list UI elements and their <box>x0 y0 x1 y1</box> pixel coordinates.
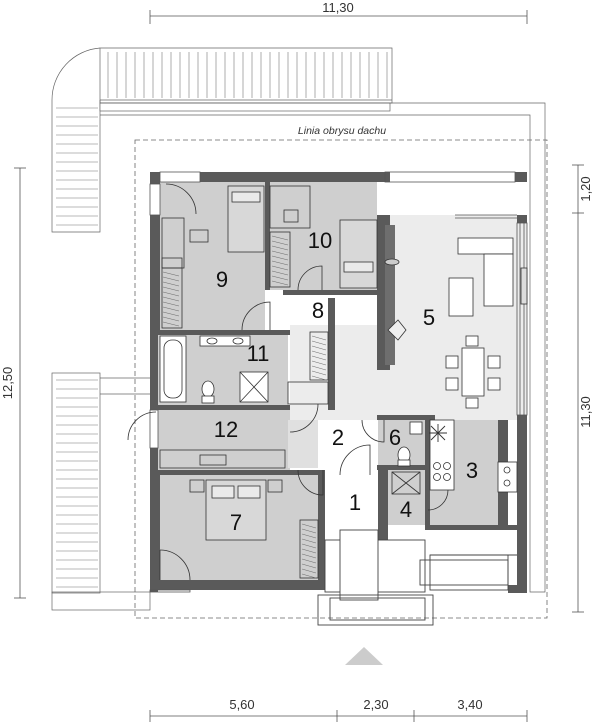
dimension-right-top-label: 1,20 <box>578 176 593 201</box>
dimension-left <box>14 167 26 599</box>
dimension-top <box>149 10 528 24</box>
room-number-9: 9 <box>216 267 228 292</box>
room-9-furniture <box>161 185 265 329</box>
room-10-wardrobe-hatch <box>271 235 289 286</box>
dimension-bottom-seg2: 2,30 <box>363 697 388 712</box>
room-10-furniture <box>269 185 378 289</box>
terrace-left <box>51 372 151 611</box>
room-number-8: 8 <box>312 298 324 323</box>
room-number-5: 5 <box>423 305 435 330</box>
room-number-12: 12 <box>214 417 238 442</box>
room-number-4: 4 <box>400 497 412 522</box>
room-11-furniture <box>159 331 329 405</box>
dimension-top-label: 11,30 <box>322 0 354 15</box>
room-number-3: 3 <box>466 458 478 483</box>
pergola-slats-left <box>56 107 98 226</box>
room-12-furniture <box>159 449 286 469</box>
dimension-right-main-label: 11,30 <box>578 396 593 428</box>
roof-outline <box>134 139 548 619</box>
room-7-wardrobe-hatch <box>301 523 317 579</box>
room-3-furniture <box>429 419 518 493</box>
dimension-right <box>572 164 584 613</box>
pergola-top <box>51 47 546 593</box>
windows <box>149 171 528 593</box>
dimension-bottom-seg1: 5,60 <box>229 697 254 712</box>
roof-outline-label: Linia obrysu dachu <box>298 125 386 137</box>
room-5-furniture <box>384 225 528 409</box>
terrace-left-slats <box>56 379 98 588</box>
room-4-fill <box>388 470 425 525</box>
room-12-fill <box>158 410 290 470</box>
room-9-wardrobe-hatch <box>162 271 180 327</box>
room-6-furniture <box>397 421 423 467</box>
room-number-10: 10 <box>308 228 332 253</box>
room-number-1: 1 <box>349 490 361 515</box>
room-7-furniture <box>189 479 319 579</box>
entrance-porch <box>317 529 517 626</box>
room-number-11: 11 <box>247 341 270 366</box>
dimension-bottom <box>149 710 528 722</box>
ventilation-icon <box>429 424 447 442</box>
room-number-2: 2 <box>332 425 344 450</box>
dimension-left-label: 12,50 <box>0 367 15 400</box>
dimension-bottom-seg3: 3,40 <box>457 697 482 712</box>
pergola-slats-top <box>107 52 388 98</box>
room-4-furniture <box>391 471 421 495</box>
doors <box>127 183 449 581</box>
room-number-6: 6 <box>389 425 401 450</box>
entrance-arrow <box>345 647 383 665</box>
hall-2-fill <box>288 420 318 468</box>
room-11-closet-hatch <box>311 335 327 381</box>
room-number-7: 7 <box>230 510 242 535</box>
